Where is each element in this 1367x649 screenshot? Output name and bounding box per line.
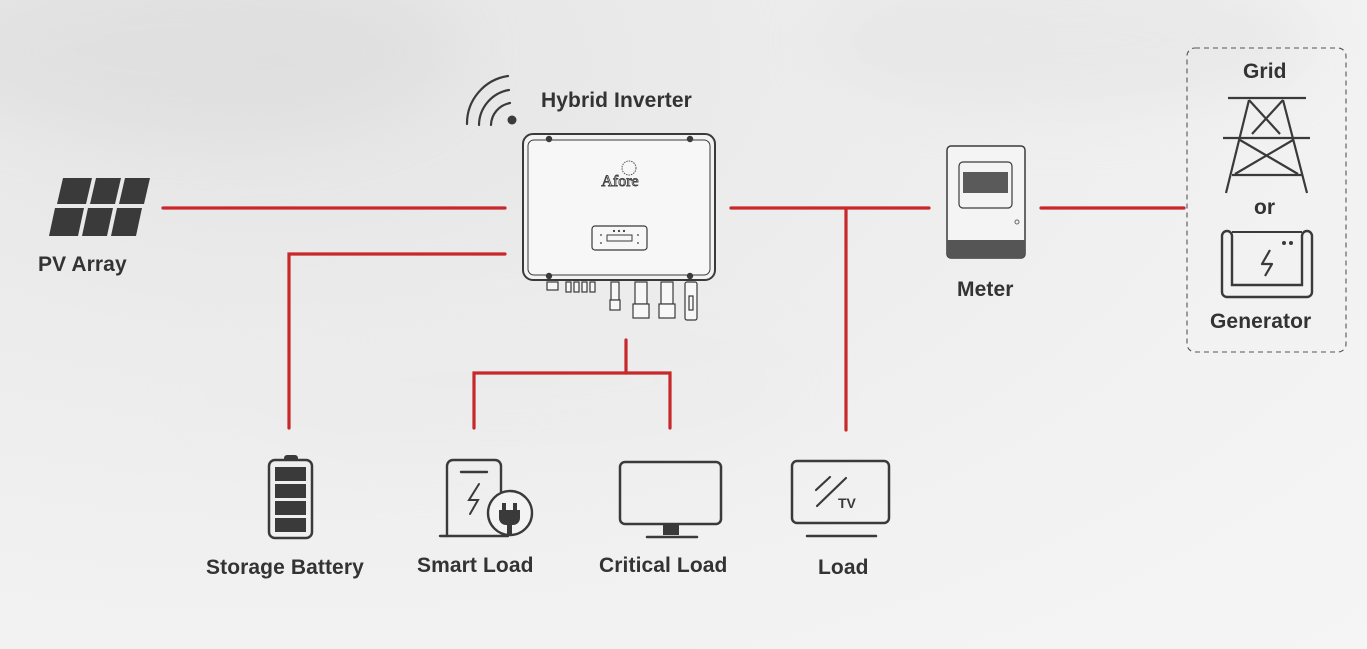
wifi-icon [465,74,517,127]
meter-label: Meter [957,278,1014,301]
solar-panel-icon [49,178,150,236]
wire-critical-load [624,371,672,430]
smart-plug-device-icon [438,458,534,538]
wire-smart-load [472,371,628,430]
smart-load-label: Smart Load [417,554,534,577]
meter-icon [946,145,1026,259]
grid-or-generator-box [1186,47,1347,353]
wire-battery-to-inverter [287,252,507,430]
generator-label: Generator [1210,310,1312,333]
brand-text: Afore [601,173,638,190]
critical-load-label: Critical Load [599,554,728,577]
inverter-connectors-icon [546,281,698,321]
inverter-icon: Afore [522,133,716,321]
afore-logo-icon: Afore [601,160,639,190]
pv-array-label: PV Array [38,253,127,276]
grid-label: Grid [1243,60,1287,83]
wiring [161,206,1186,432]
generator-icon [1220,229,1314,299]
inverter-display-icon [591,225,648,251]
or-label: or [1254,196,1276,219]
storage-battery-label: Storage Battery [206,556,364,579]
load-label: Load [818,556,869,579]
monitor-icon [618,460,723,539]
tv-icon: TV [790,459,891,538]
hybrid-inverter-label: Hybrid Inverter [541,89,692,112]
tv-icon-text: TV [838,495,857,511]
transmission-tower-icon [1223,96,1310,194]
battery-icon [267,455,314,540]
